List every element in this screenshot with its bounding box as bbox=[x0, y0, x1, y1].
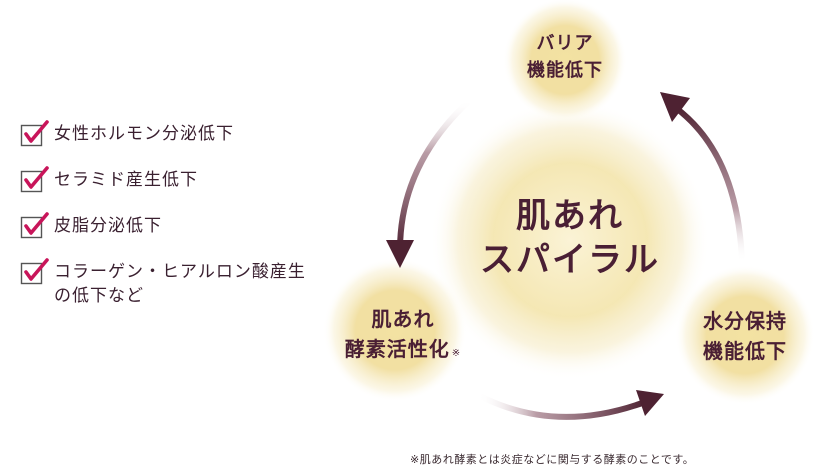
checkbox-checked-icon bbox=[20, 212, 54, 240]
footnote-mark: ※ bbox=[451, 348, 462, 359]
right-node-glow bbox=[675, 265, 815, 405]
checklist-item: セラミド産生低下 bbox=[20, 166, 350, 194]
checklist-item-label: コラーゲン・ヒアルロン酸産生の低下など bbox=[54, 262, 306, 306]
checklist-item-label: 女性ホルモン分泌低下 bbox=[54, 124, 234, 144]
node-top-line2: 機能低下 bbox=[527, 60, 603, 81]
footnote: ※肌あれ酵素とは炎症などに関与する酵素のことです。 bbox=[410, 453, 695, 466]
node-top-barrier: バリア 機能低下 bbox=[505, 30, 625, 84]
node-top-line1: バリア bbox=[536, 33, 594, 54]
arrow-bottom bbox=[475, 390, 664, 420]
left-node-glow bbox=[323, 258, 467, 402]
checklist-item-label: セラミド産生低下 bbox=[54, 170, 198, 190]
checkbox-checked-icon bbox=[20, 166, 54, 194]
center-glow bbox=[430, 100, 710, 380]
node-left-line1: 肌あれ bbox=[371, 307, 435, 331]
node-right-line1: 水分保持 bbox=[703, 309, 787, 333]
checklist: 女性ホルモン分泌低下 セラミド産生低下 皮脂分泌低下 コラーゲン・ヒアルロン酸産… bbox=[20, 120, 350, 326]
node-left-line2: 酵素活性化 bbox=[344, 337, 450, 361]
center-title: 肌あれ スパイラル bbox=[465, 194, 675, 282]
checklist-item: 女性ホルモン分泌低下 bbox=[20, 120, 350, 148]
checklist-item: 皮脂分泌低下 bbox=[20, 212, 350, 240]
arrow-right bbox=[660, 92, 745, 265]
center-line1: 肌あれ bbox=[516, 196, 624, 236]
node-right-line2: 機能低下 bbox=[703, 339, 787, 363]
node-left-enzyme: 肌あれ 酵素活性化※ bbox=[318, 304, 488, 369]
center-line2: スパイラル bbox=[480, 240, 660, 280]
top-node-glow bbox=[503, 0, 627, 122]
checkbox-checked-icon bbox=[20, 120, 54, 148]
checkbox-checked-icon bbox=[20, 258, 54, 286]
checklist-item-label: 皮脂分泌低下 bbox=[54, 216, 162, 236]
checklist-item: コラーゲン・ヒアルロン酸産生の低下など bbox=[20, 258, 350, 308]
arrow-left bbox=[386, 97, 473, 268]
node-right-moisture: 水分保持 機能低下 bbox=[680, 306, 810, 366]
